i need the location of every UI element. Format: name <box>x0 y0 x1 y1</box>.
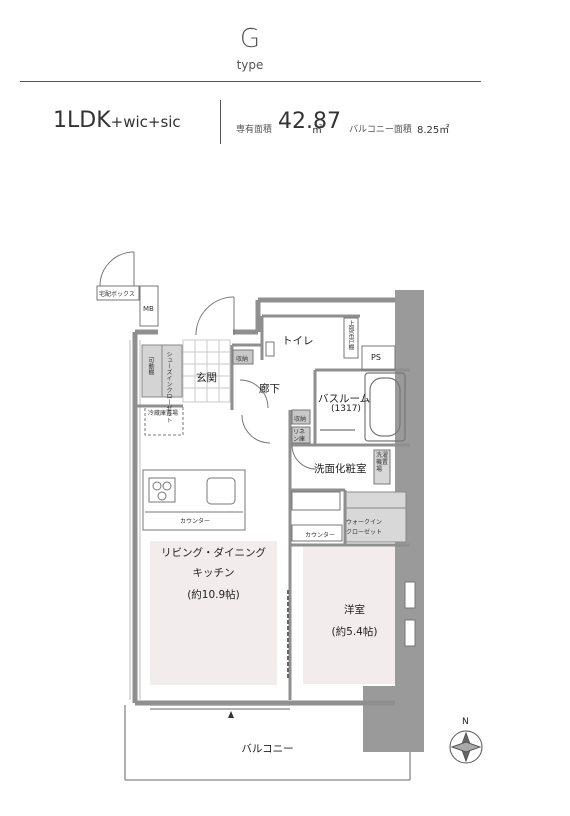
area-unit: ㎡ <box>312 125 322 136</box>
room-hallway: 廊下 <box>259 383 280 395</box>
room-ps: PS <box>371 353 381 362</box>
room-balcony: バルコニー <box>241 743 294 755</box>
balcony-outline <box>124 704 411 781</box>
bathroom-size: (1317) <box>331 404 361 414</box>
room-bathroom: バスルーム <box>318 393 371 405</box>
label-counter-wash: カウンター <box>305 532 336 539</box>
label-washer: 洗濯機置場 <box>376 452 389 473</box>
layout-main: 1LDK <box>53 108 111 133</box>
kitchen-counter <box>142 469 246 531</box>
wic-label-2: クローゼット <box>346 529 383 536</box>
balcony-area-label: バルコニー面積 <box>349 125 412 135</box>
label-linen: リネン庫 <box>293 429 306 443</box>
label-upper-storage: 上部吊戸棚 <box>347 320 354 350</box>
storage-a <box>232 349 254 365</box>
area-value: 42.87 <box>278 109 341 134</box>
room-western: 洋室 <box>344 604 365 616</box>
room-ldk-line2: キッチン <box>192 567 235 579</box>
wic-label-1: ウォークイン <box>346 519 383 526</box>
windows-right <box>404 581 416 647</box>
compass-north: N <box>462 717 469 727</box>
compass-rose <box>449 730 483 764</box>
pipe-space <box>361 345 396 371</box>
sash-arrow <box>228 711 234 718</box>
wall-hatching <box>129 340 141 700</box>
linen-closet <box>291 426 311 444</box>
washroom-fixtures <box>291 449 391 542</box>
type-letter: G <box>239 24 261 54</box>
label-delivery-box: 宅配ボックス <box>99 291 135 298</box>
label-fridge: 冷蔵庫置場 <box>148 410 179 417</box>
bathtub <box>320 372 406 442</box>
room-western-size: (約5.4帖) <box>331 626 378 638</box>
outer-walls <box>132 297 395 706</box>
room-entrance: 玄関 <box>196 372 217 384</box>
fridge-space <box>144 404 184 436</box>
balcony-area-value: 8.25㎡ <box>417 125 450 136</box>
label-storage-b: 収納 <box>294 416 307 423</box>
label-counter-kitchen: カウンター <box>180 518 211 525</box>
entrance-door <box>195 296 235 336</box>
label-shoe-closet: シューズインクローゼット <box>165 351 172 423</box>
label-storage-a: 収納 <box>236 356 249 363</box>
room-toilet: トイレ <box>282 335 314 347</box>
storage-b <box>291 409 311 425</box>
delivery-box-area <box>96 251 159 327</box>
toilet-fixture <box>265 317 359 359</box>
area-label: 専有面積 <box>236 125 273 135</box>
western-floor <box>303 546 406 684</box>
type-word: type <box>236 58 264 72</box>
room-ldk-size: (約10.9帖) <box>187 589 240 601</box>
label-mb: MB <box>143 305 154 313</box>
walk-in-closet <box>345 491 407 543</box>
hall-door-swings <box>239 379 317 470</box>
room-ldk-line1: リビング・ダイニング <box>161 547 266 559</box>
header-separator <box>220 100 221 144</box>
entrance-tile <box>182 339 231 403</box>
layout-plus: +wic+sic <box>110 113 181 131</box>
ldk-floor <box>150 541 277 685</box>
label-movable-shelf: 可動棚 <box>147 357 154 375</box>
room-washroom: 洗面化粧室 <box>314 463 367 475</box>
header-rule <box>20 81 481 82</box>
layout-name: 1LDK+wic+sic <box>53 108 181 133</box>
